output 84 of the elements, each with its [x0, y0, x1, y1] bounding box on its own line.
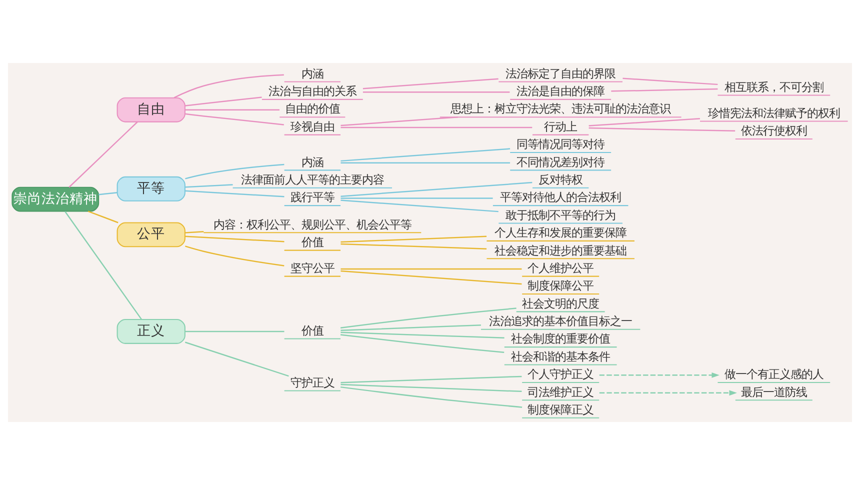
node-text: 法治追求的基本价值目标之一: [489, 314, 632, 328]
connector: [64, 210, 142, 320]
connector: [174, 74, 284, 98]
connector: [185, 190, 284, 197]
connector: [340, 235, 487, 242]
connector: [340, 307, 516, 328]
connector: [340, 162, 510, 164]
node-box: 平等: [116, 176, 186, 201]
node-text: 守护正义: [290, 374, 334, 389]
connector: [185, 330, 284, 332]
node-text: 平等对待他人的合法权利: [500, 190, 622, 204]
node-text: 做一个有正义感的人: [724, 366, 824, 381]
node-text: 法治标定了自由的界限: [506, 66, 616, 80]
node-text: 行动上: [544, 118, 578, 133]
node-text: 社会和谐的基本条件: [511, 348, 610, 363]
connector: [340, 386, 522, 408]
node-box: 崇尚法治精神: [12, 186, 100, 212]
node-text: 司法维护正义: [528, 384, 594, 398]
node-text: 自由的价值: [284, 101, 340, 116]
connector: [362, 91, 510, 92]
connector: [588, 126, 736, 132]
connector: [185, 184, 233, 188]
node-text: 相互联系，不可分割: [724, 79, 824, 94]
node-text: 依法行使权利: [740, 123, 807, 138]
node-text: 价值: [301, 234, 324, 248]
node-text: 社会文明的尺度: [522, 296, 600, 310]
node-text: 践行平等: [290, 190, 334, 204]
node-text: 最后一道防线: [740, 384, 807, 398]
node-text: 珍惜宪法和法律赋予的权利: [708, 105, 840, 120]
connector: [68, 121, 138, 188]
connector: [340, 331, 504, 338]
node-box: 正义: [116, 318, 186, 344]
node-text: 内容：权利公平、规则公平、机会公平等: [213, 216, 412, 231]
connector: [622, 77, 718, 85]
node-text: 反对特权: [538, 172, 583, 186]
connector: [340, 116, 458, 126]
node-box: 自由: [116, 96, 186, 122]
connector: [340, 126, 532, 128]
connector: [185, 245, 284, 266]
connector: [340, 199, 498, 212]
connector: [185, 112, 284, 125]
arrow: [599, 372, 720, 378]
node-text: 坚守公平: [290, 260, 334, 274]
connector: [185, 230, 204, 233]
connector: [611, 88, 718, 92]
node-text: 同等情况同等对待: [516, 136, 605, 151]
node-text: 个人维护公平: [528, 260, 594, 274]
node-text: 制度保障正义: [528, 402, 594, 416]
node-text: 价值: [301, 322, 324, 337]
node-text: 法治与自由的关系: [268, 84, 356, 98]
connector: [340, 181, 532, 196]
connector: [340, 270, 522, 284]
node-text: 制度保障公平: [528, 278, 594, 292]
connector: [185, 108, 280, 110]
connector: [185, 235, 284, 242]
node-text: 思想上：树立守法光荣、违法可耻的法治意识: [450, 101, 671, 116]
node-text: 敢于抵制不平等的行为: [506, 207, 616, 222]
connector: [98, 191, 118, 195]
arrow: [599, 390, 737, 396]
connector: [340, 324, 481, 331]
node-text: 个人守护正义: [528, 366, 594, 381]
node-text: 不同情况差别对待: [516, 154, 605, 168]
node-text: 内涵: [301, 66, 324, 80]
connector: [185, 96, 262, 106]
node-text: 个人生存和发展的重要保障: [494, 225, 627, 240]
connector: [184, 341, 289, 376]
connector: [588, 118, 700, 126]
node-text: 社会稳定和进步的重要基础: [494, 242, 627, 257]
node-text: 法治是自由的保障: [516, 84, 605, 98]
connector: [340, 383, 522, 392]
node-text: 珍视自由: [290, 118, 334, 133]
node-text: 法律面前人人平等的主要内容: [240, 172, 384, 186]
node-text: 内涵: [301, 154, 324, 168]
connector: [340, 148, 510, 162]
connector: [362, 78, 498, 89]
connector: [340, 268, 522, 270]
connector: [340, 197, 493, 198]
node-box: 公平: [116, 222, 186, 247]
connector: [185, 163, 284, 179]
connector: [340, 375, 522, 383]
connector: [340, 242, 487, 249]
node-text: 社会制度的重要价值: [511, 331, 610, 346]
connector: [340, 334, 504, 353]
connector: [88, 210, 118, 223]
